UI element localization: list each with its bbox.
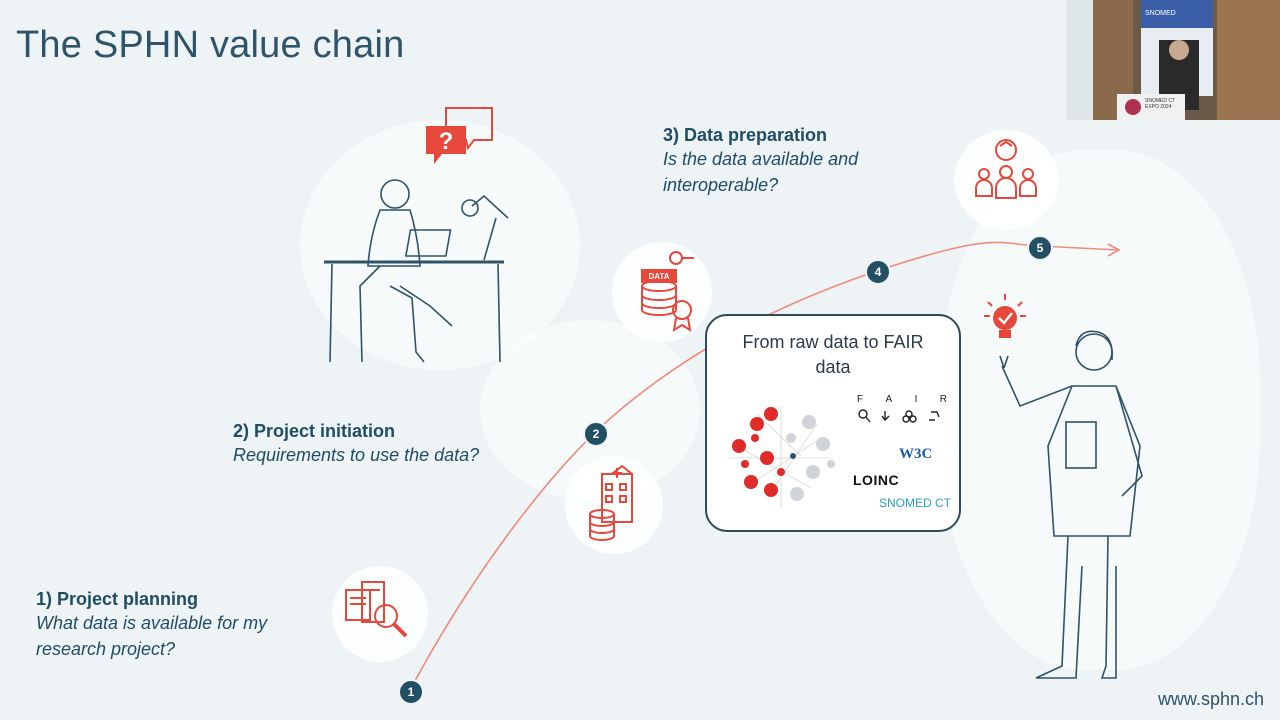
- people-recycle-icon: [975, 139, 1037, 199]
- step-question: What data is available for my: [36, 613, 268, 633]
- hospital-database-icon: [589, 464, 633, 541]
- background-blob: [300, 120, 580, 370]
- step-question: research project?: [36, 639, 176, 659]
- fair-box-title: From raw data to FAIR data: [707, 330, 959, 380]
- step-node-1: 1: [398, 679, 424, 705]
- svg-text:DATA: DATA: [648, 272, 669, 281]
- lightbulb-check-icon: [984, 294, 1026, 338]
- data-network-graphic: [729, 406, 835, 508]
- step-heading: 2) Project initiation: [233, 421, 396, 441]
- video-podium-label: SNOMED CT EXPO 2024: [1145, 98, 1175, 110]
- slide-title: The SPHN value chain: [16, 24, 405, 66]
- step-heading: 3) Data preparation: [663, 125, 828, 145]
- loinc-logo: LOINC: [853, 472, 900, 488]
- researcher-in-lab-coat-illustration: [999, 330, 1143, 679]
- fair-letter: A: [885, 394, 893, 405]
- footer-url: www.sphn.ch: [1157, 689, 1264, 709]
- step-heading: 1) Project planning: [36, 589, 199, 609]
- step-project-initiation: 2) Project initiation Requirements to us…: [233, 421, 479, 468]
- fair-symbols-icon: [858, 409, 940, 423]
- background-blob: [940, 150, 1260, 670]
- researcher-at-desk-illustration: [324, 179, 509, 363]
- fair-box-title-line: data: [815, 357, 851, 377]
- podium-line: EXPO 2024: [1145, 104, 1172, 110]
- data-key-database-icon: DATA: [641, 251, 694, 332]
- icon-backdrop: [612, 242, 712, 342]
- icon-backdrop: [954, 130, 1058, 230]
- video-banner-brand: SNOMED: [1145, 10, 1176, 17]
- speaker-video-overlay: SNOMED SNOMED CT EXPO 2024: [1067, 0, 1280, 120]
- svg-text:?: ?: [439, 128, 454, 155]
- step-node-5: 5: [1027, 235, 1053, 261]
- speaker-video-frame: [1067, 0, 1280, 120]
- step-question: Requirements to use the data?: [233, 445, 480, 465]
- fair-letter: F: [857, 394, 864, 405]
- question-speech-bubble-icon: ?: [426, 107, 493, 164]
- fair-letters: F A I R: [857, 394, 947, 405]
- step-node-4: 4: [865, 259, 891, 285]
- step-node-2: 2: [583, 421, 609, 447]
- step-question: interoperable?: [663, 175, 779, 195]
- fair-letter: I: [914, 394, 918, 405]
- step-question: Is the data available and: [663, 149, 859, 169]
- document-search-icon: [345, 581, 408, 638]
- snomed-ct-logo: SNOMED CT: [879, 496, 951, 510]
- w3c-logo: W3C: [899, 446, 933, 462]
- step-project-planning: 1) Project planning What data is availab…: [36, 589, 267, 662]
- podium-line: SNOMED CT: [1145, 98, 1175, 104]
- fair-data-box: From raw data to FAIR data F A I R: [705, 314, 961, 532]
- step-data-preparation: 3) Data preparation Is the data availabl…: [663, 125, 858, 198]
- fair-box-title-line: From raw data to FAIR: [742, 332, 924, 352]
- fair-letter: R: [939, 394, 947, 405]
